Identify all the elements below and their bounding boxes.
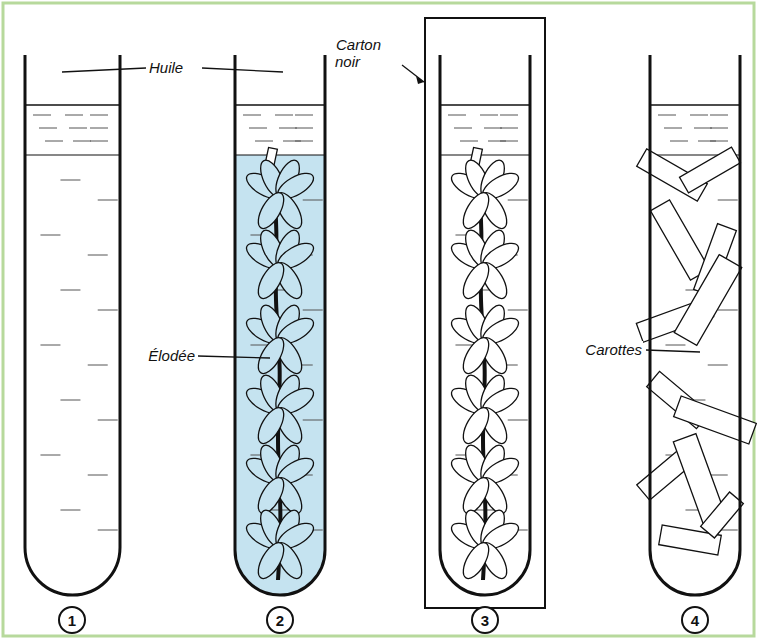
- callout-number: 1: [68, 612, 76, 629]
- part-label: Carton noir: [335, 36, 401, 71]
- number-circle: 2: [266, 606, 294, 634]
- water: [235, 155, 325, 595]
- label-text: Carton noir: [335, 36, 381, 70]
- callout-number: 2: [276, 612, 284, 629]
- test-tube: [235, 55, 325, 595]
- part-label: Carottes: [584, 341, 643, 358]
- callout-number: 4: [691, 612, 699, 629]
- elodea-plant: [448, 147, 523, 582]
- part-label: Élodée: [147, 347, 196, 364]
- number-circle: 1: [58, 606, 86, 634]
- leader-line: [646, 350, 700, 352]
- leader-line: [202, 68, 283, 72]
- test-tube: [440, 55, 530, 595]
- part-label: Huile: [148, 59, 184, 76]
- label-text: Élodée: [147, 347, 196, 364]
- frame: [3, 3, 754, 636]
- leader-line: [198, 356, 270, 358]
- label-text: Huile: [148, 59, 184, 76]
- test-tube: [25, 55, 120, 595]
- black-cardboard: [425, 18, 545, 608]
- number-circle: 3: [471, 606, 499, 634]
- elodea-plant: [243, 147, 318, 582]
- number-circle: 4: [681, 606, 709, 634]
- callout-number: 3: [481, 612, 489, 629]
- leader-line: [402, 65, 424, 82]
- test-tube: [650, 55, 740, 595]
- carrot-pieces: [636, 147, 756, 555]
- label-text: Carottes: [584, 341, 643, 358]
- leader-line: [62, 68, 146, 72]
